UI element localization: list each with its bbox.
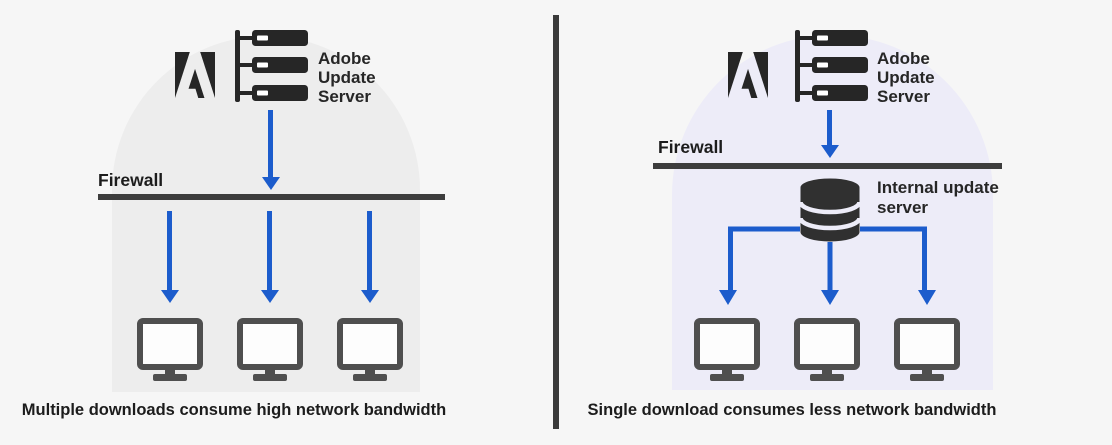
arrowhead xyxy=(918,290,936,305)
download-arrow-icon xyxy=(267,211,272,290)
firewall-line xyxy=(653,163,1002,169)
firewall-label: Firewall xyxy=(98,170,164,190)
client-monitor-icon xyxy=(694,318,760,381)
branch-connector xyxy=(719,226,936,305)
adobe-logo-icon xyxy=(175,52,215,98)
client-monitor-icon xyxy=(137,318,203,381)
client-monitor-icon xyxy=(794,318,860,381)
client-monitor-icon xyxy=(894,318,960,381)
adobe-update-server-label: Adobe Update Server xyxy=(318,49,376,106)
update-server-stack-icon xyxy=(795,30,868,102)
update-server-stack-icon xyxy=(235,30,308,102)
internal-update-server-icon xyxy=(800,178,860,242)
firewall-line xyxy=(98,194,445,200)
arrowhead xyxy=(821,290,839,305)
panel-divider xyxy=(553,15,559,429)
download-arrow-icon xyxy=(268,110,273,177)
right-branch-line xyxy=(860,226,927,292)
client-monitor-icon xyxy=(337,318,403,381)
download-arrow-icon xyxy=(167,211,172,290)
adobe-update-server-label: Adobe Update Server xyxy=(877,49,935,106)
left-caption: Multiple downloads consume high network … xyxy=(21,401,447,419)
right-caption: Single download consumes less network ba… xyxy=(587,401,997,419)
download-arrow-icon xyxy=(367,211,372,290)
firewall-label: Firewall xyxy=(658,137,724,157)
adobe-logo-icon xyxy=(728,52,768,98)
download-arrow-icon xyxy=(827,110,832,145)
left-branch-line xyxy=(728,226,800,292)
arrowhead xyxy=(719,290,737,305)
internal-update-server-label: Internal update server xyxy=(877,178,999,217)
client-monitor-icon xyxy=(237,318,303,381)
